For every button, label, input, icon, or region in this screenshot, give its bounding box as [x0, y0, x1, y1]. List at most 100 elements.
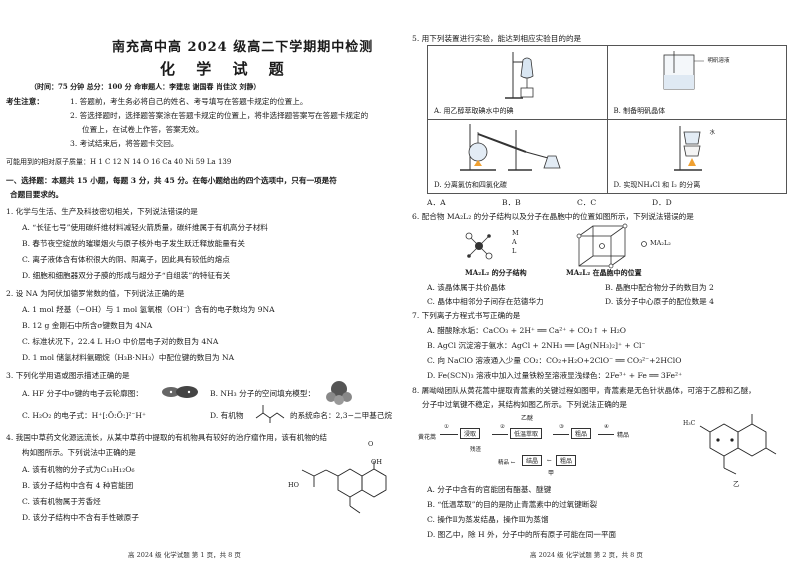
- q5-apparatus-table: A. 用乙醇萃取碘水中的碘 明矾溶液 B. 制备明矾晶体: [427, 45, 787, 194]
- q1-option-d: D. 细胞和细胞器双分子膜的形成与超分子“自组装”的特征有关: [22, 271, 231, 280]
- q5-choice-d: D．D: [652, 198, 672, 207]
- mal2-molecule-image: [465, 232, 493, 260]
- flow-caption: 甲: [548, 470, 555, 477]
- q5-cell-b-label: B. 制备明矾晶体: [613, 107, 666, 115]
- nh3-space-filling-model: [326, 381, 352, 405]
- q8-structure-caption: 乙: [733, 480, 740, 488]
- flow-step2: ②: [500, 424, 505, 430]
- q4-ho-label: HO: [288, 481, 299, 489]
- q8-stem: 8. 屠呦呦团队从黄花蒿中提取青蒿素的关键过程如图甲，青蒿素是无色针状晶体，可溶…: [412, 386, 756, 395]
- flow-arrow-4: [598, 434, 614, 435]
- footer-right: 高 2024 级 化学试题 第 2 页，共 8 页: [530, 551, 643, 559]
- flow-arrow-3: [553, 434, 569, 435]
- flow-end: 精品: [617, 432, 630, 439]
- q2-option-d: D. 1 mol 储氢材料氨硼烷（H₃B·NH₃）中配位键的数目为 NA: [22, 353, 235, 362]
- q6-option-c: C. 晶体中相邻分子间存在范德华力: [427, 297, 544, 306]
- sublimation-apparatus-image: [673, 126, 702, 171]
- q5-d-inner-label: 水: [709, 130, 716, 136]
- q2-option-c: C. 标准状况下，22.4 L H₂O 中价层电子对的数目为 4NA: [22, 337, 219, 346]
- page-left: 南充高中高 2024 级高二下学期期中检测 化 学 试 题 （时间：75 分钟 …: [6, 40, 392, 559]
- notice-2: 2. 答选择题时，选择题答案涂在答题卡规定的位置上，将非选择题答案写在答题卡规定…: [70, 111, 369, 120]
- notice-1: 1. 答题前，考生务必将自己的姓名、考号填写在答题卡规定的位置上。: [70, 97, 308, 106]
- flow-step1: ①: [444, 424, 449, 430]
- q2-option-a: A. 1 mol 羟基（−OH）与 1 mol 氢氧根（OH⁻）含有的电子数均为…: [22, 305, 275, 314]
- q5-choice-b: B．B: [502, 198, 521, 207]
- q6-option-a: A. 该晶体属于共价晶体: [427, 283, 506, 292]
- flow-box4: 结晶: [522, 455, 543, 466]
- q7-option-b: B. AgCl 沉淀溶于氨水：AgCl + 2NH₃ ══ [Ag(NH₃)₂]…: [427, 341, 646, 350]
- atomic-masses: 可能用到的相对原子质量：H 1 C 12 N 14 O 16 Ca 40 Ni …: [6, 158, 232, 166]
- q5-cell-d: 水 D. 实现NH₄Cl 和 I₂ 的分离: [606, 119, 787, 194]
- q5-cell-c-label: D. 分离氯仿和四氯化碳: [434, 181, 507, 189]
- unit-cell-image: [576, 223, 628, 269]
- q8-option-b: B. “低温萃取”的目的是防止青蒿素中的过氧键断裂: [427, 500, 598, 509]
- organic-skeleton-image: [255, 405, 285, 423]
- q6-legend-m: M: [512, 229, 519, 237]
- flow-start: 黄花蒿: [418, 434, 437, 441]
- q5-b-inner-label: 明矾溶液: [707, 58, 730, 64]
- q4-stem: 4. 我国中草药文化源远流长，从某中草药中提取的有机物具有较好的治疗瘤作用，该有…: [6, 433, 327, 442]
- distillation-apparatus-image: [460, 124, 561, 171]
- q7-option-d: D. Fe(SCN)₃ 溶液中加入过量铁粉至溶液显浅绿色：2Fe³⁺ + Fe …: [427, 371, 683, 380]
- q4-o-label: O: [368, 440, 374, 448]
- q2-stem: 2. 设 NA 为阿伏加德罗常数的值，下列说法正确的是: [6, 289, 185, 298]
- q5-cell-a: A. 用乙醇萃取碘水中的碘: [427, 45, 608, 120]
- flow-step3: ③: [559, 424, 564, 430]
- q4-option-d: D. 该分子结构中不含有手性碳原子: [22, 513, 139, 522]
- q1-option-c: C. 离子液体含有体积很大的阴、阳离子，因此具有较低的熔点: [22, 255, 230, 264]
- separatory-funnel-image: [505, 52, 534, 99]
- flow-box3: 粗品: [571, 428, 592, 439]
- q4-option-b: B. 该分子结构中含有 4 种官能团: [22, 481, 134, 490]
- q3-option-c: C. H₂O₂ 的电子式：H⁺[:Ö:Ö:]²⁻H⁺: [22, 411, 147, 420]
- q7-stem: 7. 下列离子方程式书写正确的是: [412, 311, 521, 320]
- q1-option-b: B. 春节夜空绽放的璀璨烟火与原子核外电子发生跃迁释放能量有关: [22, 239, 246, 248]
- flow-under1: 残渣: [470, 447, 482, 453]
- q5-stem: 5. 用下列装置进行实验，能达到相应实验目的的是: [412, 34, 582, 43]
- notice-2b: 位置上，在试卷上作答，答案无效。: [82, 125, 204, 134]
- q4-structure-image: [301, 461, 387, 514]
- flow-box2: 低温萃取: [510, 428, 543, 439]
- section1-heading: 一、选择题：本题共 15 小题，每题 3 分，共 45 分。在每小题给出的四个选…: [6, 176, 337, 185]
- crystallization-beaker-image: [663, 51, 704, 90]
- section1-heading-2: 合题目要求的。: [10, 190, 64, 199]
- notice-label: 考生注意：: [6, 97, 44, 106]
- q6-caption-2: MA₂L₂ 在晶胞中的位置: [566, 268, 642, 277]
- mal2-legend-icon: [641, 241, 647, 247]
- q6-legend-a: A: [512, 238, 517, 246]
- exam-meta: （时间：75 分钟 总分：100 分 命审题人：李建忠 谢国春 肖佳汶 刘静）: [30, 82, 261, 91]
- q6-option-b: B. 晶胞中配合物分子的数目为 2: [605, 283, 714, 292]
- q4-oh-label: OH: [371, 458, 382, 466]
- q8-option-a: A. 分子中含有的官能团有酯基、醚键: [427, 485, 552, 494]
- q8-option-d: D. 图乙中，除 H 外，分子中的所有原子可能在同一平面: [427, 530, 617, 539]
- notice-3: 3. 考试结束后，将答题卡交回。: [70, 139, 179, 148]
- flow-arrow-2: [492, 434, 508, 435]
- exam-title: 南充高中高 2024 级高二下学期期中检测: [112, 40, 374, 55]
- hf-sigma-cloud-image: [162, 386, 198, 398]
- flow-under3: ←: [547, 458, 552, 464]
- q4-stem-2: 构如图所示。下列说法中正确的是: [22, 448, 136, 457]
- q6-caption-1: MA₂L₂ 的分子结构: [465, 268, 527, 277]
- q3-stem: 3. 下列化学用语或图示描述正确的是: [6, 371, 130, 380]
- q7-option-a: A. 醋酸除水垢：CaCO₃ + 2H⁺ ══ Ca²⁺ + CO₂↑ + H₂…: [427, 326, 627, 335]
- q7-option-c: C. 向 NaClO 溶液通入少量 CO₂：CO₂+H₂O+2ClO⁻ ══ C…: [427, 356, 682, 365]
- q1-option-a: A. “长征七号”使用碳纤维材料减轻火箭质量，碳纤维属于有机高分子材料: [22, 223, 268, 232]
- flow-arrow-1: [440, 434, 458, 435]
- flow-box5: 粗品: [556, 455, 577, 466]
- flow-under2: 精品 ←: [498, 460, 516, 466]
- q6-legend2: MA₂L₂: [650, 239, 671, 247]
- q8-option-c: C. 操作Ⅱ为蒸发结晶，操作Ⅲ为蒸馏: [427, 515, 549, 524]
- q6-legend-l: L: [512, 247, 517, 255]
- q3-option-b: B. NH₃ 分子的空间填充模型：: [210, 389, 316, 398]
- footer-left: 高 2024 级 化学试题 第 1 页，共 8 页: [128, 551, 241, 559]
- artemisinin-structure-image: [699, 414, 777, 475]
- q2-option-b: B. 12 g 金刚石中所含σ键数目为 4NA: [22, 321, 153, 330]
- q5-cell-b: 明矾溶液 B. 制备明矾晶体: [606, 45, 787, 120]
- q1-stem: 1. 化学与生活、生产及科技密切相关，下列说法错误的是: [6, 207, 198, 216]
- q8-h3c-label: H₃C: [683, 420, 696, 427]
- q8-stem-2: 分子中过氧键不稳定，其结构如图乙所示。下列说法正确的是: [422, 400, 628, 409]
- q5-cell-c: D. 分离氯仿和四氯化碳: [427, 119, 608, 194]
- q5-cell-a-label: A. 用乙醇萃取碘水中的碘: [434, 107, 514, 115]
- subject-title: 化 学 试 题: [160, 60, 292, 78]
- q3-option-a: A. HF 分子中σ键的电子云轮廓图：: [22, 389, 143, 398]
- q5-choice-c: C．C: [577, 198, 597, 207]
